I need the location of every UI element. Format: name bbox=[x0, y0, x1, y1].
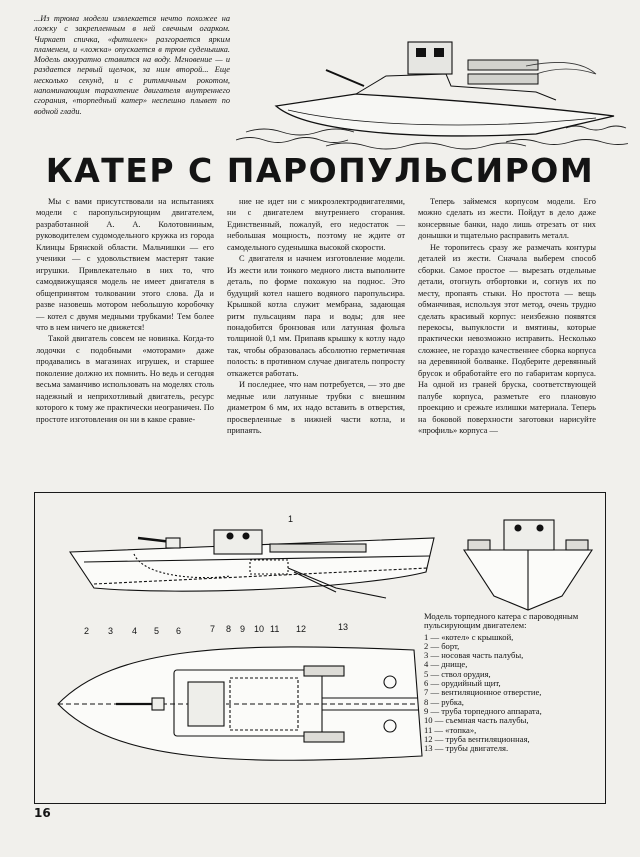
paragraph: ние не идет ни с микроэлектродвигателями… bbox=[227, 197, 405, 252]
text-column-2: ние не идет ни с микроэлектродвигателями… bbox=[227, 196, 405, 437]
legend-item: 13 — трубы двигателя. bbox=[424, 743, 509, 754]
callout-13: 13 bbox=[338, 622, 349, 632]
legend-item: 12 — труба вентиляционная, bbox=[424, 733, 530, 744]
boat-drawings bbox=[57, 519, 594, 761]
legend-title: Модель торпедного катера с пароводяным п… bbox=[424, 611, 579, 631]
callout-5: 5 bbox=[154, 626, 160, 636]
paragraph: Мы с вами присутствовали на испытаниях м… bbox=[36, 197, 214, 332]
paragraph: И последнее, что нам потребуется, — это … bbox=[227, 380, 405, 436]
legend-item: 6 — орудийный щит, bbox=[424, 678, 501, 689]
figure-frame bbox=[34, 492, 606, 804]
callout-4: 4 bbox=[132, 626, 138, 636]
plan-view-drawing bbox=[57, 646, 423, 761]
legend-item: 8 — рубка, bbox=[424, 696, 464, 707]
text-column-3: Теперь займемся корпусом модели. Его мож… bbox=[418, 196, 596, 437]
paragraph: С двигателя и начнем изготовление модели… bbox=[227, 254, 405, 378]
side-view-drawing bbox=[68, 529, 435, 599]
legend-item: 7 — вентиляционное отверстие, bbox=[424, 687, 542, 698]
legend-item: 4 — днище, bbox=[424, 659, 468, 670]
callout-6: 6 bbox=[176, 626, 182, 636]
callout-1: 1 bbox=[288, 514, 294, 524]
callout-8: 8 bbox=[226, 624, 232, 634]
paragraph: Теперь займемся корпусом модели. Его мож… bbox=[418, 197, 596, 241]
legend-item: 11 — «топка», bbox=[424, 724, 477, 735]
legend-item: 2 — борт, bbox=[424, 640, 460, 651]
legend-item: 1 — «котел» с крышкой, bbox=[424, 631, 514, 642]
callout-7: 7 bbox=[210, 624, 216, 634]
paragraph: Не торопитесь сразу же размечать контуры… bbox=[418, 242, 596, 436]
legend-item: 5 — ствол орудия, bbox=[424, 668, 491, 679]
callout-10: 10 bbox=[254, 624, 265, 634]
front-view-drawing bbox=[462, 519, 594, 611]
boat-illustration bbox=[236, 41, 628, 150]
legend-item: 9 — труба торпедного аппарата, bbox=[424, 705, 542, 716]
intro-text: ...Из трюма модели извлекается нечто пох… bbox=[34, 14, 230, 116]
article-title: КАТЕР С ПАРОПУЛЬСИРОМ bbox=[45, 151, 595, 190]
legend-item: 10 — съемная часть палубы, bbox=[424, 715, 529, 726]
text-column-1: Мы с вами присутствовали на испытаниях м… bbox=[36, 196, 214, 425]
legend-item: 3 — носовая часть палубы, bbox=[424, 650, 524, 661]
paragraph: Такой двигатель совсем не новинка. Когда… bbox=[36, 334, 214, 424]
callout-3: 3 bbox=[108, 626, 114, 636]
figure-legend: Модель торпедного катера с пароводяным п… bbox=[424, 611, 604, 754]
page-number: 16 bbox=[34, 806, 51, 820]
callout-2: 2 bbox=[84, 626, 90, 636]
callout-12: 12 bbox=[296, 624, 307, 634]
callout-9: 9 bbox=[240, 624, 246, 634]
callout-11: 11 bbox=[270, 624, 280, 634]
